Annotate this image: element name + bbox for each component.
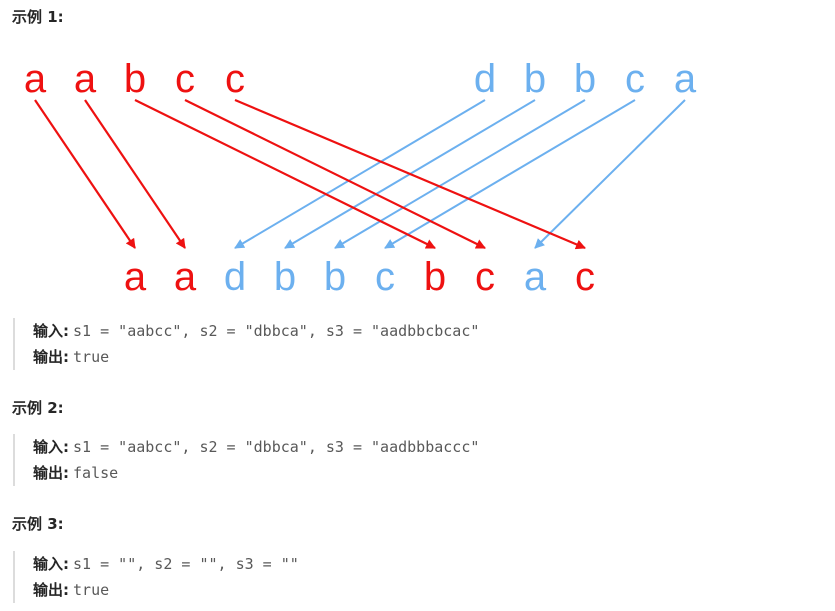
input-value: s1 = "aabcc", s2 = "dbbca", s3 = "aadbbb… [73, 438, 480, 456]
s2-letter: b [574, 57, 596, 101]
input-value: s1 = "aabcc", s2 = "dbbca", s3 = "aadbbc… [73, 322, 480, 340]
s1-arrow [234, 98, 586, 250]
input-label: 输入 [33, 322, 64, 340]
s2-arrow [334, 99, 586, 249]
output-value: true [73, 581, 110, 599]
example-3-io: 输入:s1 = "", s2 = "", s3 = "" 输出:true [13, 551, 813, 603]
input-colon: : [63, 322, 70, 340]
input-colon: : [63, 438, 70, 456]
example-1-io: 输入:s1 = "aabcc", s2 = "dbbca", s3 = "aad… [13, 318, 813, 370]
example-3-output: 输出:true [33, 577, 813, 603]
example-1-heading: 示例 1: [12, 8, 64, 26]
s2-arrow [234, 99, 486, 249]
output-label: 输出 [33, 464, 64, 482]
s1-letter: c [175, 57, 195, 101]
example-2-input: 输入:s1 = "aabcc", s2 = "dbbca", s3 = "aad… [33, 434, 813, 460]
example-2-output: 输出:false [33, 460, 813, 486]
output-label: 输出 [33, 581, 64, 599]
s2-arrow [384, 99, 636, 249]
s3-letter: c [375, 255, 395, 299]
example-3-input: 输入:s1 = "", s2 = "", s3 = "" [33, 551, 813, 577]
s3-letter: c [575, 255, 595, 299]
input-value: s1 = "", s2 = "", s3 = "" [73, 555, 299, 573]
input-label: 输入 [33, 555, 64, 573]
output-value: true [73, 348, 110, 366]
s3-letter: a [124, 255, 147, 299]
s2-arrow [534, 99, 686, 249]
s3-letter: a [524, 255, 547, 299]
s1-letter: b [124, 57, 146, 101]
input-colon: : [63, 555, 70, 573]
example-1-output: 输出:true [33, 344, 813, 370]
example-1-input: 输入:s1 = "aabcc", s2 = "dbbca", s3 = "aad… [33, 318, 813, 344]
s2-letter: d [474, 57, 496, 101]
s3-letter: a [174, 255, 197, 299]
output-value: false [73, 464, 119, 482]
s2-letter: c [625, 57, 645, 101]
output-colon: : [63, 464, 70, 482]
output-colon: : [63, 348, 70, 366]
example-2-heading: 示例 2: [12, 399, 64, 417]
s1-letter: c [225, 57, 245, 101]
s3-letter: b [424, 255, 446, 299]
s2-letter: a [674, 57, 697, 101]
output-label: 输出 [33, 348, 64, 366]
s2-letter: b [524, 57, 546, 101]
s1-letter: a [74, 57, 97, 101]
s1-arrow [184, 99, 486, 249]
s3-letter: d [224, 255, 246, 299]
s1-arrow [134, 99, 436, 249]
example-2-io: 输入:s1 = "aabcc", s2 = "dbbca", s3 = "aad… [13, 434, 813, 486]
example-3-heading: 示例 3: [12, 515, 64, 533]
s1-letter: a [24, 57, 47, 101]
output-colon: : [63, 581, 70, 599]
s3-letter: c [475, 255, 495, 299]
s1-arrow [84, 99, 186, 249]
s3-letter: b [324, 255, 346, 299]
input-label: 输入 [33, 438, 64, 456]
s1-arrow [34, 99, 136, 249]
s3-letter: b [274, 255, 296, 299]
